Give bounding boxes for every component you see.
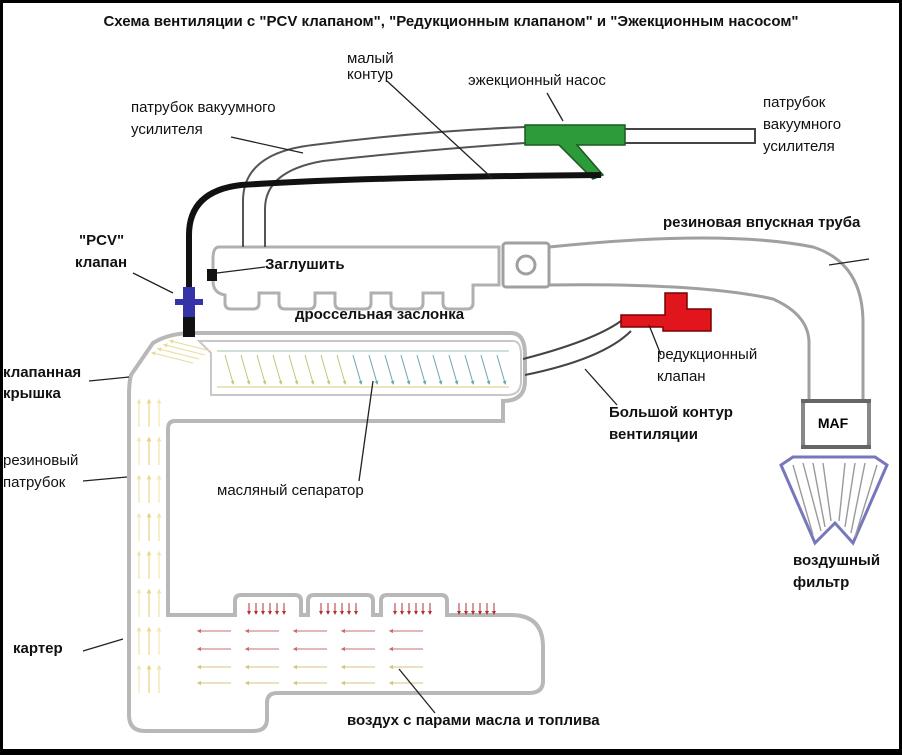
rubber-intake-pipe xyxy=(548,236,865,399)
diagram-canvas xyxy=(82,80,889,733)
oil-separator-chamber xyxy=(196,340,522,396)
label-plug: Заглушить xyxy=(265,256,345,273)
separator-flow-arrow xyxy=(464,354,475,385)
throttle-disc xyxy=(515,254,537,276)
label-small-loop-1: малый xyxy=(347,50,394,67)
separator-flow-arrow xyxy=(240,354,251,385)
label-air-filter-1: воздушный xyxy=(793,552,881,569)
big-loop-hose xyxy=(522,320,632,376)
label-valve-cover-1: клапанная xyxy=(3,364,82,381)
pcv-valve xyxy=(175,287,203,337)
oil-pocket-arrows xyxy=(247,603,496,615)
separator-flow-arrow xyxy=(352,354,363,385)
label-booster-right-3: усилителя xyxy=(763,138,835,155)
label-rubber-hose-1: резиновый xyxy=(3,452,79,469)
plug-cap xyxy=(207,269,217,281)
label-oil-separator: масляный сепаратор xyxy=(217,482,364,499)
leader-lines xyxy=(82,80,870,714)
label-booster-left-2: усилителя xyxy=(131,121,203,138)
label-reduction-valve-2: клапан xyxy=(657,368,706,385)
label-booster-right-1: патрубок xyxy=(763,94,826,111)
separator-flow-arrow xyxy=(256,354,267,385)
label-reduction-valve-1: редукционный xyxy=(657,346,758,363)
label-maf: MAF xyxy=(817,415,849,431)
label-small-loop-2: контур xyxy=(347,66,394,83)
crankcase-flow-arrows xyxy=(136,339,423,693)
air-filter-pleats xyxy=(792,462,878,538)
label-booster-left-1: патрубок вакуумного xyxy=(131,99,276,116)
flow-arrow-corner xyxy=(150,351,194,364)
separator-flow-arrow xyxy=(224,354,235,385)
intake-manifold xyxy=(211,245,501,311)
separator-flow-arrow xyxy=(496,354,507,385)
label-rubber-hose-2: патрубок xyxy=(3,474,66,491)
label-air-vapors: воздух с парами масла и топлива xyxy=(347,712,600,729)
separator-flow-arrow xyxy=(336,354,347,385)
label-ejector-pump: эжекционный насос xyxy=(468,72,606,89)
label-big-loop-2: вентиляции xyxy=(609,426,698,443)
separator-flow-arrow xyxy=(272,354,283,385)
separator-flow-arrow xyxy=(320,354,331,385)
separator-flow-arrow xyxy=(480,354,491,385)
label-throttle: дроссельная заслонка xyxy=(295,306,465,323)
ventilation-diagram: Схема вентиляции с "PCV клапаном", "Реду… xyxy=(3,3,899,749)
label-crankcase: картер xyxy=(13,640,63,657)
vacuum-booster-hose xyxy=(242,126,526,247)
separator-flow-arrow xyxy=(416,354,427,385)
separator-arrows xyxy=(224,354,507,385)
ejector-pump xyxy=(524,124,626,180)
label-pcv-1: "PCV" xyxy=(79,232,125,249)
air-filter xyxy=(779,455,889,546)
separator-flow-arrow xyxy=(448,354,459,385)
separator-flow-arrow xyxy=(368,354,379,385)
small-loop-hose xyxy=(186,172,602,289)
diagram-title: Схема вентиляции с "PCV клапаном", "Реду… xyxy=(103,13,799,30)
reduction-valve xyxy=(620,292,712,332)
booster-outlet-pipe xyxy=(623,128,756,144)
flow-arrow-corner xyxy=(162,343,206,356)
label-air-filter-2: фильтр xyxy=(793,574,850,591)
crankcase-body xyxy=(127,331,545,733)
label-rubber-intake-pipe: резиновая впускная труба xyxy=(663,214,861,231)
flow-arrow-corner xyxy=(156,347,200,360)
label-booster-right-2: вакуумного xyxy=(763,116,842,133)
separator-flow-arrow xyxy=(384,354,395,385)
separator-flow-arrow xyxy=(304,354,315,385)
label-big-loop-1: Большой контур xyxy=(609,404,733,421)
separator-flow-arrow xyxy=(288,354,299,385)
label-pcv-2: клапан xyxy=(75,254,128,271)
flow-arrow-corner xyxy=(168,339,212,352)
label-valve-cover-2: крышка xyxy=(3,385,61,402)
separator-flow-arrow xyxy=(432,354,443,385)
separator-flow xyxy=(217,350,509,388)
separator-flow-arrow xyxy=(400,354,411,385)
